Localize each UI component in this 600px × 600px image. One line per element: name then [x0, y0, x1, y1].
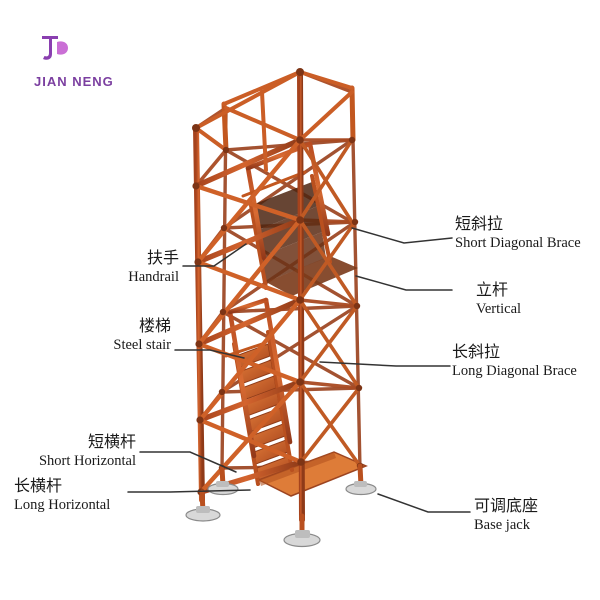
callout-vertical-en: Vertical: [476, 300, 522, 317]
callout-short-diagonal-brace: 短斜拉 Short Diagonal Brace: [455, 216, 581, 252]
callout-long-horizontal-cn: 长横杆: [14, 478, 63, 495]
jn-monogram-icon: [34, 28, 74, 68]
callout-long-diagonal-brace-en: Long Diagonal Brace: [452, 362, 577, 379]
leader-long-horizontal: [127, 489, 251, 493]
callout-handrail-cn: 扶手: [146, 250, 179, 267]
callout-vertical-cn: 立杆: [476, 282, 509, 299]
callout-long-horizontal-en: Long Horizontal: [14, 496, 111, 513]
leader-short-diagonal-brace: [351, 227, 453, 244]
callout-base-jack-en: Base jack: [474, 516, 530, 533]
callout-handrail-en: Handrail: [128, 268, 179, 285]
leader-steel-stair: [174, 349, 245, 359]
callout-short-horizontal: 短横杆 Short Horizontal: [0, 434, 136, 470]
leader-short-horizontal: [139, 451, 237, 473]
callout-base-jack: 可调底座 Base jack: [474, 498, 538, 534]
callout-short-horizontal-cn: 短横杆: [87, 434, 136, 451]
brand-logo: JIAN NENG: [34, 28, 144, 89]
callout-short-diagonal-brace-en: Short Diagonal Brace: [455, 234, 581, 251]
leader-long-diagonal-brace: [319, 361, 451, 367]
callout-handrail: 扶手 Handrail: [24, 250, 179, 286]
leader-vertical: [355, 275, 453, 291]
brand-name: JIAN NENG: [34, 74, 114, 89]
callout-long-diagonal-brace-cn: 长斜拉: [452, 344, 501, 361]
callout-short-diagonal-brace-cn: 短斜拉: [455, 216, 504, 233]
callout-steel-stair: 楼梯 Steel stair: [14, 318, 171, 354]
leader-handrail: [182, 243, 247, 267]
callout-short-horizontal-en: Short Horizontal: [38, 452, 136, 469]
callout-base-jack-cn: 可调底座: [474, 498, 539, 515]
callout-steel-stair-cn: 楼梯: [138, 318, 171, 335]
callout-steel-stair-en: Steel stair: [113, 336, 171, 353]
callout-long-diagonal-brace: 长斜拉 Long Diagonal Brace: [452, 344, 577, 380]
leader-base-jack: [377, 493, 471, 513]
callout-long-horizontal: 长横杆 Long Horizontal: [14, 478, 110, 514]
callout-vertical: 立杆 Vertical: [476, 282, 521, 318]
